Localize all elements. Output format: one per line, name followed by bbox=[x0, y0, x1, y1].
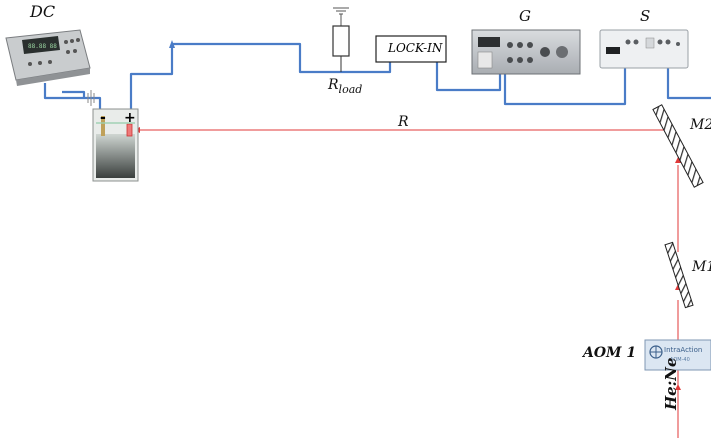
power-supply-icon: 88.88 88 bbox=[6, 30, 90, 86]
wiring bbox=[45, 44, 711, 354]
negative-terminal-sign: - bbox=[100, 110, 106, 126]
s-label: S bbox=[640, 7, 650, 25]
positive-terminal-sign: + bbox=[124, 110, 136, 126]
beam-label: R bbox=[398, 114, 409, 130]
signal-analyzer-icon bbox=[600, 30, 688, 68]
g-label: G bbox=[519, 7, 531, 25]
resistor-icon bbox=[333, 26, 349, 72]
svg-text:88.88 88: 88.88 88 bbox=[28, 43, 57, 50]
aom-brand-text: IntraAction bbox=[664, 346, 702, 354]
hene-label: He:Ne bbox=[662, 357, 680, 410]
mirror-icon bbox=[665, 242, 693, 307]
dc-label: DC bbox=[30, 2, 55, 21]
laser-beam bbox=[134, 127, 681, 438]
rload-subscript: load bbox=[339, 83, 363, 96]
rload-label: Rload bbox=[328, 77, 362, 96]
m1-label: M1 bbox=[692, 259, 711, 275]
ground-icon bbox=[333, 8, 349, 26]
m2-label: M2 bbox=[690, 117, 711, 133]
rload-main: R bbox=[328, 77, 339, 93]
aom-label: AOM 1 bbox=[583, 345, 636, 361]
lockin-label: LOCK-IN bbox=[388, 41, 442, 55]
function-generator-icon bbox=[472, 30, 580, 74]
